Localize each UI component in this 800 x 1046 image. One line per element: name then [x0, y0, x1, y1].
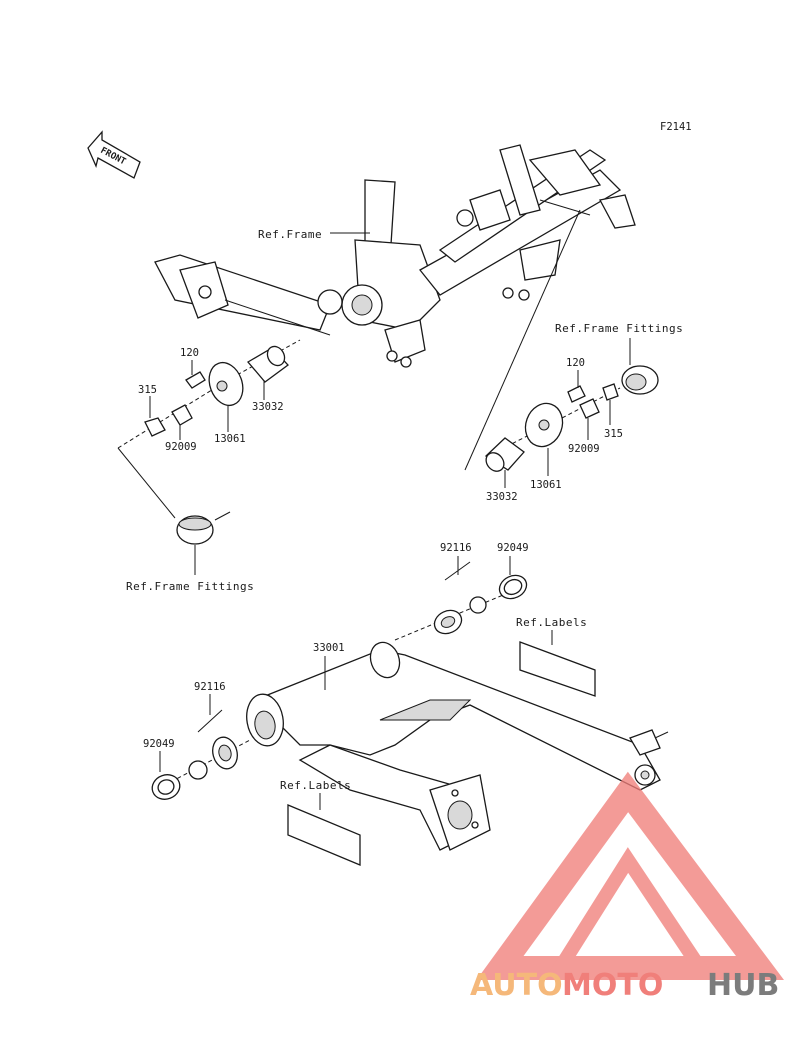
bolt-120-left [185, 371, 206, 389]
left-bushing-assembly [117, 339, 301, 449]
part-315-left-label: 315 [138, 384, 157, 396]
bracket-13061-right [524, 402, 564, 448]
frame-fitting-plug-left [176, 515, 214, 545]
brand-auto-text: AUTO [470, 968, 563, 1003]
collar-33032-right [484, 437, 525, 472]
nut-right [469, 596, 487, 614]
part-92049-left-label: 92049 [143, 738, 175, 750]
right-bushing-assembly [464, 209, 659, 472]
part-92009-left-label: 92009 [165, 441, 197, 453]
ref-labels-right-label: Ref.Labels [516, 616, 587, 629]
collar-33032-left [247, 345, 289, 383]
brand-hub-text: HUB [707, 968, 779, 1003]
bearing-92116-left [212, 736, 238, 770]
ref-labels-bottom-label: Ref.Labels [280, 779, 351, 792]
part-92049-top-label: 92049 [497, 542, 529, 554]
part-120-left-label: 120 [180, 347, 199, 359]
bearing-92116-right [433, 609, 463, 635]
swingarm-hardware-left [151, 736, 251, 800]
part-315-right-label: 315 [604, 428, 623, 440]
part-13061-left-label: 13061 [214, 433, 246, 445]
part-92116-top-label: 92116 [440, 542, 472, 554]
seal-92049-left [151, 774, 181, 800]
swingarm-hardware-right [394, 574, 528, 641]
brand-moto-text: MOTO [562, 968, 663, 1003]
part-13061-right-label: 13061 [530, 479, 562, 491]
part-92116-left-label: 92116 [194, 681, 226, 693]
part-92009-right-label: 92009 [568, 443, 600, 455]
bolt-120-right [567, 385, 586, 403]
bracket-13061-left [208, 361, 244, 407]
label-placeholder-bottom [287, 804, 361, 866]
nut-left [188, 760, 208, 780]
nut-315-right [602, 383, 619, 401]
frame-illustration [154, 144, 636, 368]
stud-92009-left [171, 404, 193, 426]
autmotohub-logo-icon [476, 771, 784, 980]
part-33032-right-label: 33032 [486, 491, 518, 503]
ref-frame-label: Ref.Frame [258, 228, 322, 241]
ref-frame-fittings-left-label: Ref.Frame Fittings [126, 580, 254, 593]
figure-code: F2141 [660, 121, 692, 133]
seal-92049-right [498, 574, 528, 600]
frame-fitting-ring-right [621, 365, 659, 395]
stud-92009-right [579, 398, 600, 419]
label-placeholder-right [519, 641, 596, 697]
ref-frame-fittings-top-label: Ref.Frame Fittings [555, 322, 683, 335]
part-33001-label: 33001 [313, 642, 345, 654]
front-arrow-icon: FRONT [87, 130, 141, 179]
swingarm-illustration [246, 641, 669, 851]
part-33032-left-label: 33032 [252, 401, 284, 413]
nut-315-left [144, 417, 166, 437]
part-120-right-label: 120 [566, 357, 585, 369]
